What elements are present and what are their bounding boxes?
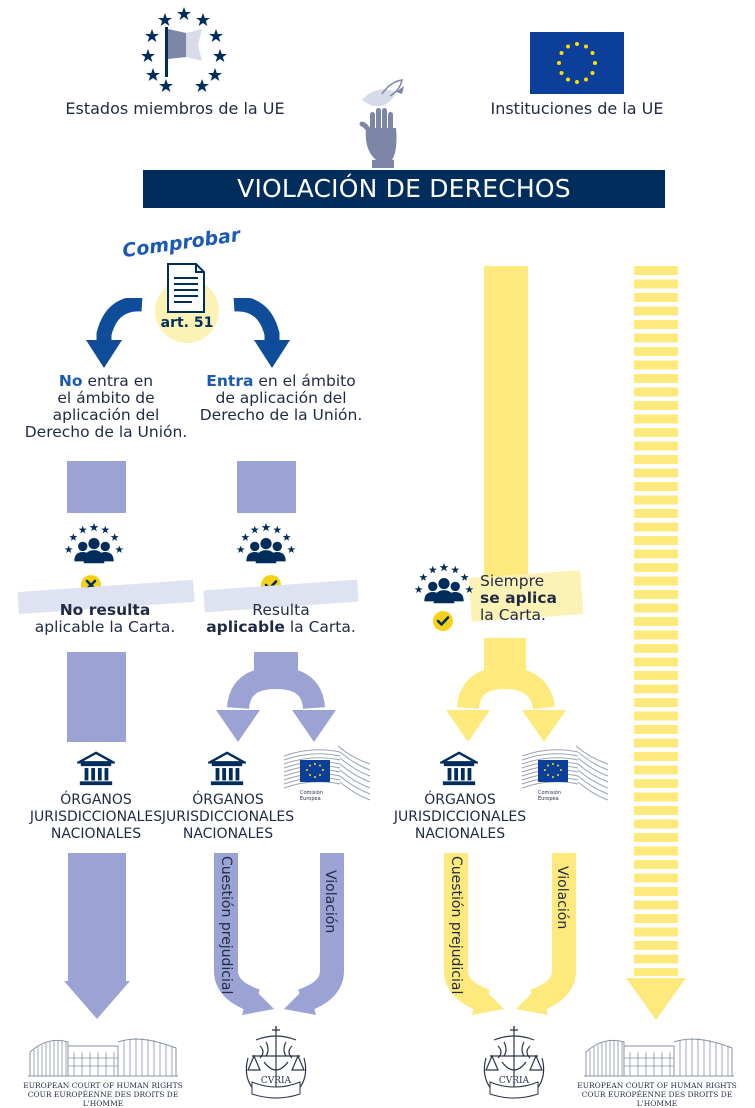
- preliminary-arrow-yellow-icon: [442, 853, 522, 1021]
- left-column-bar-upper: [67, 461, 126, 513]
- applicable-rest: la Carta.: [284, 618, 356, 636]
- no-scope-bold: No: [58, 372, 83, 390]
- echr-left-line2: COUR EUROPÉENNE DES DROITS DE L'HOMME: [27, 1090, 179, 1108]
- echr-left-line1: EUROPEAN COURT OF HUMAN RIGHTS: [23, 1081, 183, 1090]
- commission-label-right: Comisión Europea: [538, 790, 588, 802]
- left-arrow-down-long-icon: [64, 853, 130, 1021]
- member-states-flag-icon: [136, 5, 232, 95]
- in-scope-line1: en el ámbito: [253, 372, 356, 390]
- curia-label-left: CVRIA: [260, 1076, 292, 1086]
- national-courts-middle: ÓRGANOS JURISDICCIONALES NACIONALES: [158, 792, 298, 843]
- commission-right-line2: Europea: [538, 796, 559, 802]
- courts-right-line3: NACIONALES: [414, 826, 506, 842]
- people-stars-icon-left: [64, 522, 124, 582]
- courts-middle-line1: ÓRGANOS: [192, 792, 264, 808]
- court-icon-middle: [208, 750, 246, 788]
- preliminary-label-lavender: Cuestión prejudicial: [218, 856, 234, 995]
- in-scope-text: Entra en el ámbito de aplicación del Der…: [186, 373, 376, 424]
- national-courts-left: ÓRGANOS JURISDICCIONALES NACIONALES: [16, 792, 176, 843]
- courts-left-line3: NACIONALES: [50, 826, 142, 842]
- no-scope-text: No entra en el ámbito de aplicación del …: [16, 373, 196, 441]
- dove-hand-icon: [352, 78, 412, 170]
- courts-right-line1: ÓRGANOS: [424, 792, 496, 808]
- page-title: VIOLACIÓN DE DERECHOS FUNDAMENTALES: [143, 170, 665, 241]
- always-bold: se aplica: [480, 589, 557, 607]
- curia-label-right: CVRIA: [498, 1076, 530, 1086]
- not-applicable-rest: aplicable la Carta.: [34, 618, 176, 636]
- institutions-label: Instituciones de la UE: [490, 99, 664, 118]
- article-label: art. 51: [160, 315, 214, 331]
- middle-column-bar-upper: [237, 461, 296, 513]
- echr-right-line2: COUR EUROPÉENNE DES DROITS DE L'HOMME: [581, 1090, 733, 1108]
- commission-middle-line2: Europea: [300, 796, 321, 802]
- commission-right-line1: Comisión: [538, 790, 562, 796]
- violation-label-lavender: Violación: [322, 870, 338, 934]
- echr-right-line1: EUROPEAN COURT OF HUMAN RIGHTS: [577, 1081, 737, 1090]
- always-line3: la Carta.: [480, 606, 546, 624]
- curia-emblem-icon-right: [474, 1022, 554, 1102]
- curved-arrow-right-icon: [226, 298, 296, 370]
- applicable-line1: Resulta: [252, 601, 310, 619]
- applicable-bold: aplicable: [206, 618, 285, 636]
- striped-arrow-right-icon: [626, 266, 686, 1022]
- curia-emblem-icon-left: [236, 1022, 316, 1102]
- preliminary-arrow-lavender-icon: [212, 853, 292, 1021]
- court-icon-right: [440, 750, 478, 788]
- no-scope-line1: entra en: [82, 372, 154, 390]
- courts-middle-line2: JURISDICCIONALES: [161, 809, 295, 825]
- always-applies-text: Siempre se aplica la Carta.: [480, 573, 590, 624]
- in-scope-line2: de aplicación del: [215, 389, 347, 407]
- left-column-bar-middle: [67, 652, 126, 742]
- courts-left-line1: ÓRGANOS: [60, 792, 132, 808]
- member-states-label: Estados miembros de la UE: [65, 99, 285, 118]
- no-scope-line3: aplicación del: [52, 406, 160, 424]
- applicable-text: Resulta aplicable la Carta.: [186, 602, 376, 636]
- split-arrow-lavender-icon: [208, 652, 344, 744]
- always-line1: Siempre: [480, 572, 545, 590]
- echr-building-icon-right: [584, 1032, 734, 1080]
- preliminary-label-yellow: Cuestión prejudicial: [448, 856, 464, 995]
- court-icon-left: [77, 750, 115, 788]
- yellow-column-bar-upper: [484, 266, 528, 582]
- eu-flag-icon: [530, 32, 624, 94]
- courts-left-line2: JURISDICCIONALES: [29, 809, 163, 825]
- in-scope-line3: Derecho de la Unión.: [199, 406, 363, 424]
- courts-middle-line3: NACIONALES: [182, 826, 274, 842]
- check-badge-icon-right: [432, 610, 454, 632]
- no-scope-line2: el ámbito de: [57, 389, 155, 407]
- not-applicable-bold: No resulta: [59, 601, 151, 619]
- people-stars-icon-middle: [236, 522, 296, 582]
- curved-arrow-left-icon: [80, 298, 150, 370]
- commission-middle-line1: Comisión: [300, 790, 324, 796]
- national-courts-right: ÓRGANOS JURISDICCIONALES NACIONALES: [390, 792, 530, 843]
- violation-arrow-yellow-icon: [516, 853, 580, 1021]
- in-scope-bold: Entra: [206, 372, 254, 390]
- split-arrow-yellow-icon: [440, 638, 576, 744]
- courts-right-line2: JURISDICCIONALES: [393, 809, 527, 825]
- commission-label-middle: Comisión Europea: [300, 790, 350, 802]
- violation-arrow-lavender-icon: [284, 853, 348, 1021]
- violation-label-yellow: Violación: [554, 866, 570, 930]
- not-applicable-text: No resulta aplicable la Carta.: [10, 602, 200, 636]
- check-label: Comprobar: [121, 223, 242, 263]
- document-icon: [166, 262, 206, 314]
- no-scope-line4: Derecho de la Unión.: [24, 423, 188, 441]
- echr-building-icon-left: [28, 1032, 178, 1080]
